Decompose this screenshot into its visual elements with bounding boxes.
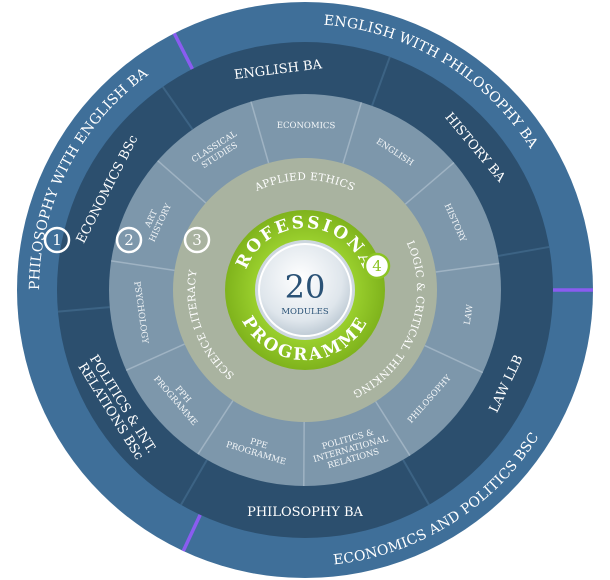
- degree-divider: [497, 245, 550, 257]
- subject-divider: [250, 101, 270, 164]
- badge-4: 4: [363, 252, 391, 280]
- badge-2: 2: [115, 226, 143, 254]
- svg-text:1: 1: [52, 231, 62, 249]
- degree-divider: [57, 306, 110, 313]
- svg-text:2: 2: [124, 231, 134, 249]
- hub: [258, 243, 352, 337]
- subject-divider: [111, 260, 175, 272]
- degree-divider: [402, 459, 430, 506]
- subject-label: ECONOMICS: [277, 121, 336, 131]
- joint-divider: [181, 514, 202, 552]
- badge-1: 1: [43, 226, 71, 254]
- subject-divider: [197, 400, 234, 455]
- ring-degree-dividers: [57, 56, 550, 506]
- degree-divider: [161, 86, 194, 131]
- degree-divider: [371, 56, 391, 107]
- svg-text:3: 3: [192, 231, 202, 249]
- module-label: MODULES: [281, 307, 328, 317]
- subject-divider: [125, 343, 185, 371]
- subject-divider: [435, 262, 500, 273]
- subject-divider: [342, 102, 363, 164]
- svg-text:4: 4: [372, 257, 382, 275]
- ring-number-badges: 1 2 3 4: [43, 226, 391, 280]
- subject-label: LAW: [463, 304, 476, 326]
- subject-divider: [157, 160, 207, 204]
- subject-divider: [375, 401, 411, 456]
- module-count: 20: [285, 268, 326, 306]
- subject-divider: [424, 344, 484, 374]
- subject-divider: [404, 162, 455, 205]
- degree-label: PHILOSOPHY BA: [247, 505, 363, 520]
- joint-divider: [172, 32, 194, 70]
- degree-divider: [180, 459, 208, 506]
- ring-joint-dividers: [172, 32, 593, 552]
- ring-subject-dividers: [111, 101, 500, 487]
- badge-3: 3: [183, 226, 211, 254]
